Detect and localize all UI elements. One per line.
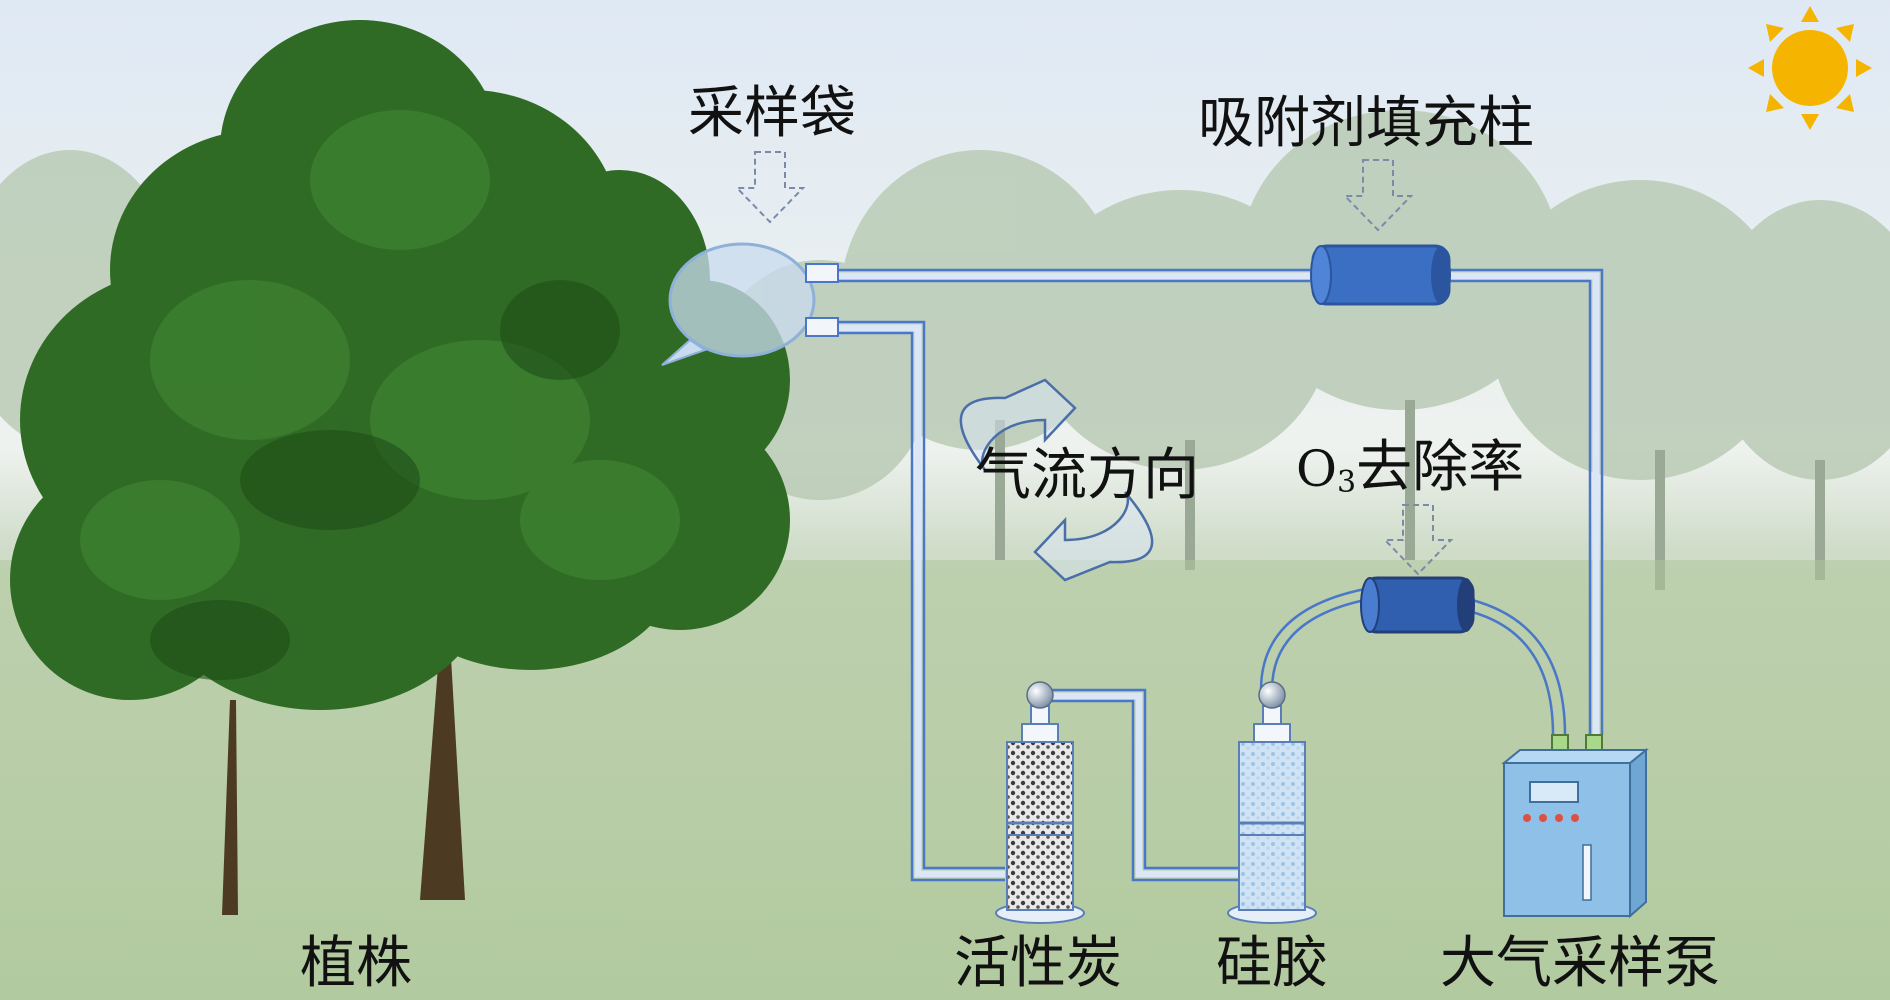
o3-removal-text: 去除率 — [1356, 435, 1525, 500]
label-o3-removal: O3去除率 — [1296, 440, 1524, 498]
pump-button — [1571, 814, 1579, 822]
label-silica-gel: 硅胶 — [1216, 931, 1328, 996]
o3-subscript: 3 — [1337, 465, 1357, 500]
dashed-arrow-column — [1342, 159, 1414, 232]
sampling-bag — [661, 242, 839, 366]
label-adsorbent-column: 吸附剂填充柱 — [1198, 91, 1534, 156]
pump-slot — [1582, 844, 1592, 901]
label-airflow-direction: 气流方向 — [975, 443, 1199, 508]
dashed-arrow-o3 — [1382, 504, 1454, 576]
pump-button — [1539, 814, 1547, 822]
airflow-arrows — [959, 378, 1154, 582]
activated-carbon-cylinder — [995, 681, 1085, 924]
plant-tree — [10, 20, 790, 915]
adsorbent-column — [1310, 244, 1451, 306]
label-plant: 植株 — [300, 931, 412, 996]
silica-gel-cylinder — [1227, 681, 1317, 924]
dashed-arrow-bag — [734, 151, 806, 224]
pump-display — [1529, 781, 1579, 803]
label-sampling-bag: 采样袋 — [688, 81, 856, 146]
tubing — [835, 268, 1604, 882]
label-activated-carbon: 活性炭 — [954, 931, 1122, 996]
tubing-fill — [835, 272, 1600, 878]
label-air-sampling-pump: 大气采样泵 — [1440, 931, 1720, 996]
pump-button — [1523, 814, 1531, 822]
sun-icon — [1748, 6, 1872, 130]
o3-removal-column — [1360, 576, 1475, 634]
air-sampling-pump — [1501, 734, 1649, 919]
pump-button — [1555, 814, 1563, 822]
o3-prefix: O — [1296, 440, 1337, 498]
